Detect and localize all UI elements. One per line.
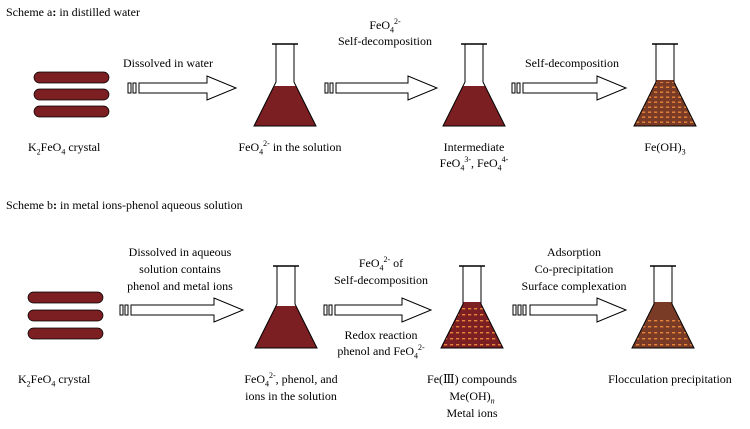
arrow-a2-label-line1: FeO42-	[369, 17, 401, 35]
flask-a3	[633, 43, 697, 127]
flask-a1	[253, 43, 317, 127]
flask-a2-label-line1: Intermediate	[443, 140, 505, 154]
crystal-bar	[33, 88, 110, 101]
arrow-b3-label-line3: Surface complexation	[521, 279, 627, 293]
crystal-bar	[33, 71, 110, 84]
crystal-bar	[27, 291, 104, 304]
arrow-a1	[127, 75, 238, 101]
arrow-b3	[512, 297, 628, 323]
flask-a2	[442, 43, 506, 127]
crystal-group-b	[27, 291, 104, 340]
scheme-a-title: Scheme a: in distilled water	[6, 5, 140, 19]
flask-b2-label-line3: Metal ions	[446, 406, 498, 420]
crystal-b-label: K2FeO4 crystal	[18, 372, 91, 389]
flask-b1-label-line1: FeO42-, phenol, and	[244, 371, 338, 389]
crystal-bar	[27, 309, 104, 322]
crystal-bar	[33, 105, 110, 118]
arrow-a3-label: Self-decomposition	[525, 56, 619, 70]
scheme-b-title: Scheme b: in metal ions-phenol aqueous s…	[6, 198, 243, 212]
flask-b1-label-line2: ions in the solution	[245, 389, 337, 403]
arrow-b2-bottom-line2: phenol and FeO42-	[337, 343, 425, 361]
flask-b3-label: Flocculation precipitation	[608, 372, 732, 386]
arrow-b1-label-line2: solution contains	[139, 262, 221, 276]
arrow-b1-label-line3: phenol and metal ions	[127, 279, 233, 293]
flask-a3-label: Fe(OH)3	[644, 140, 686, 157]
scheme-b-title-rest: in metal ions-phenol aqueous solution	[57, 198, 243, 212]
arrow-a2-label-line2: Self-decomposition	[338, 34, 432, 48]
arrow-b1	[119, 297, 245, 323]
arrow-a1-label: Dissolved in water	[123, 56, 213, 70]
flask-a2-label-line2: FeO43-, FeO44-	[439, 155, 509, 173]
arrow-b3-label-line2: Co-precipitation	[534, 262, 614, 276]
scheme-b-title-prefix: Scheme b	[6, 198, 53, 212]
flask-b2	[440, 265, 504, 349]
crystal-group-a	[33, 71, 110, 118]
scheme-a-title-prefix: Scheme a	[6, 5, 53, 19]
arrow-b2-bottom-line1: Redox reaction	[344, 328, 418, 342]
scheme-a-title-rest: in distilled water	[56, 5, 140, 19]
arrow-a2	[324, 75, 439, 101]
crystal-a-label: K2FeO4 crystal	[28, 140, 101, 157]
crystal-bar	[27, 327, 104, 340]
flask-b1	[254, 265, 318, 349]
arrow-b1-label-line1: Dissolved in aqueous	[128, 245, 232, 259]
flask-b2-label-line2: Me(OH)n	[449, 389, 495, 406]
arrow-b2	[323, 297, 433, 323]
arrow-a3	[511, 75, 628, 101]
flask-b2-label-line1: Fe(Ⅲ) compounds	[427, 372, 517, 386]
flask-a1-label: FeO42- in the solution	[238, 139, 342, 157]
arrow-b2-top-line1: FeO42- of	[358, 255, 404, 273]
arrow-b3-label-line1: Adsorption	[547, 245, 601, 259]
arrow-b2-top-line2: Self-decomposition	[334, 273, 428, 287]
